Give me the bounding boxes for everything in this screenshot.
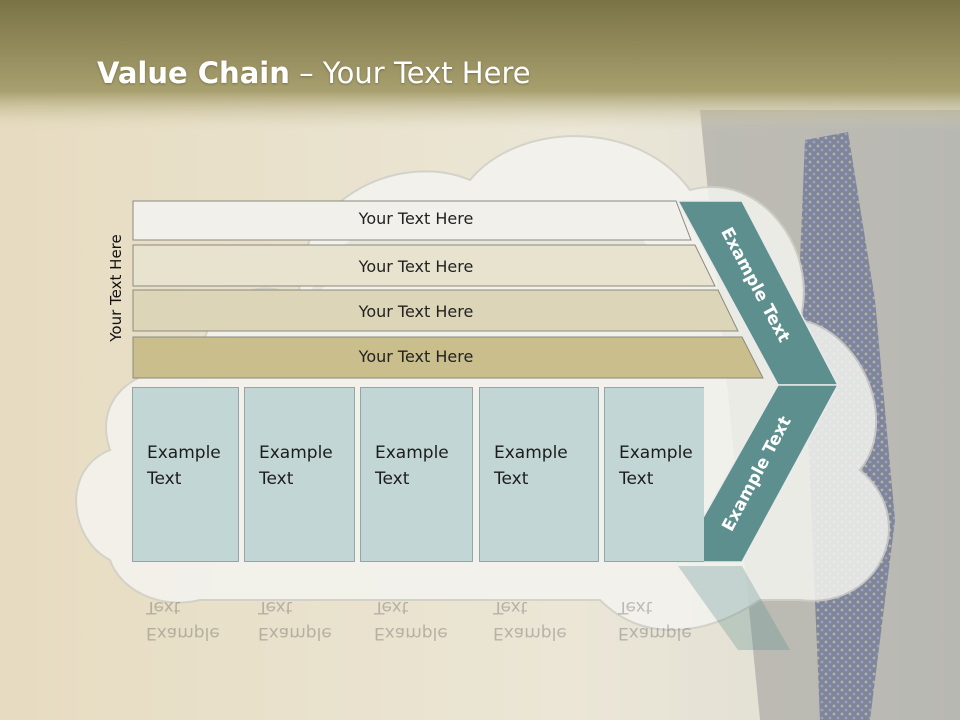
reflection: Example Text: [618, 597, 692, 643]
row-label-3: Your Text Here: [358, 302, 474, 321]
slide-title: Value Chain – Your Text Here: [97, 56, 531, 90]
card-5: Example Text: [604, 387, 704, 562]
card-text: Example Text: [259, 443, 333, 489]
row-3: [132, 289, 739, 332]
chevron-lower: [676, 384, 840, 563]
reflection: Example Text: [374, 597, 448, 643]
card-2: Example Text: [244, 387, 355, 562]
card-text: Example Text: [375, 443, 449, 489]
row-label-1: Your Text Here: [358, 209, 474, 228]
card-text: Example Text: [619, 443, 693, 489]
row-label-4: Your Text Here: [358, 347, 474, 366]
reflection: Example Text: [493, 597, 567, 643]
card-1: Example Text: [132, 387, 239, 562]
reflection: Example Text: [146, 597, 220, 643]
card-text: Example Text: [147, 443, 221, 489]
row-1: [132, 200, 692, 241]
row-2: [132, 244, 716, 287]
card-3: Example Text: [360, 387, 473, 562]
card-text: Example Text: [494, 443, 568, 489]
row-4: [132, 336, 764, 379]
reflection: Example Text: [258, 597, 332, 643]
row-label-2: Your Text Here: [358, 257, 474, 276]
card-4: Example Text: [479, 387, 599, 562]
chevron-reflection: [678, 566, 790, 650]
